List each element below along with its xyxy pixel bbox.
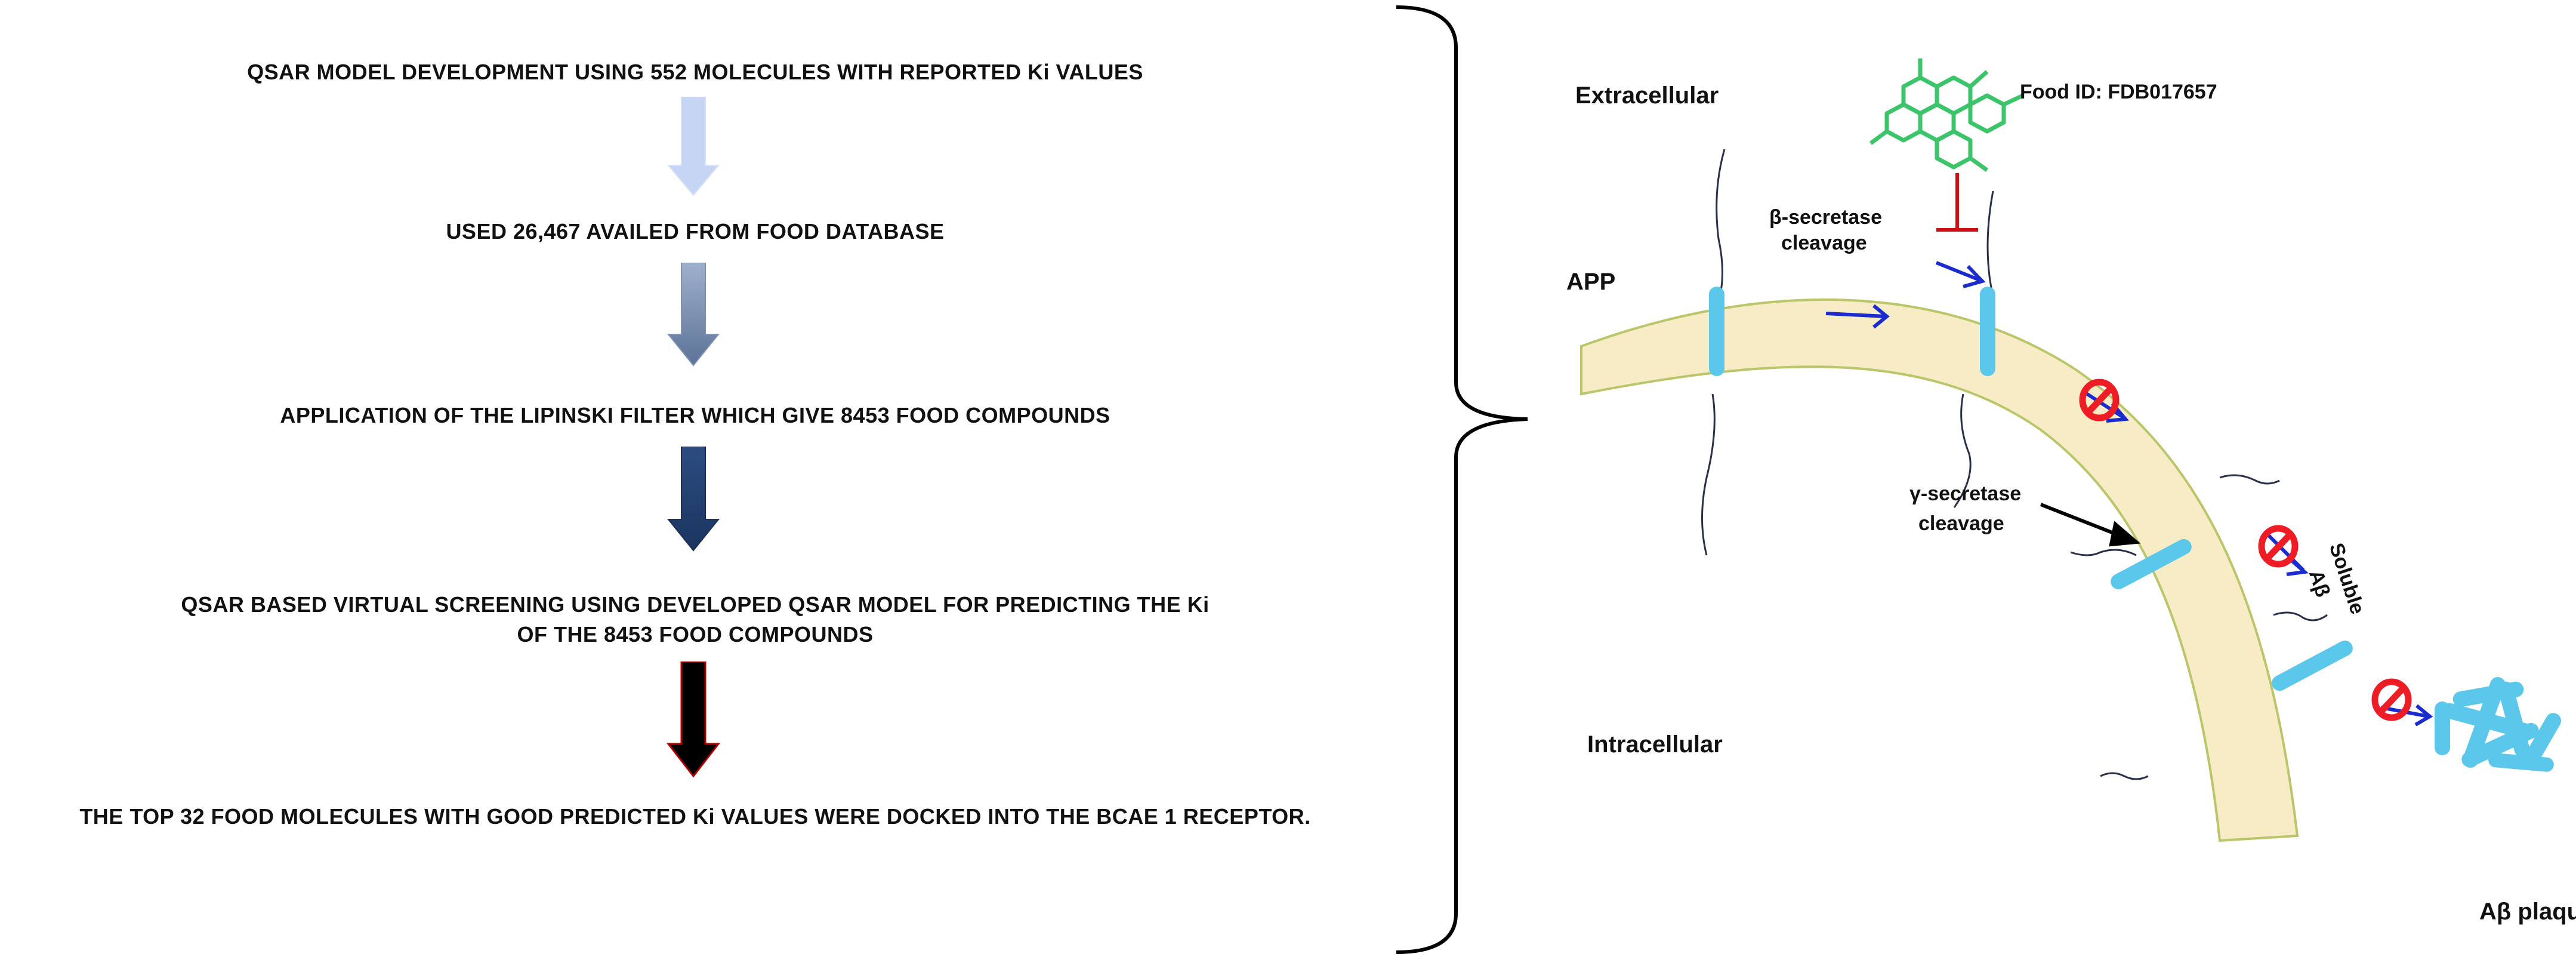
label-abeta-plaque: Aβ plaque — [2479, 899, 2576, 925]
gamma-pointer-arrow — [2040, 503, 2141, 547]
inhibition-symbol — [2079, 379, 2120, 421]
flow-arrow-4 — [666, 661, 721, 778]
membrane-band — [1580, 298, 2299, 842]
flow-arrow-3 — [667, 447, 720, 552]
label-beta-secretase: β-secretase — [1769, 206, 1882, 229]
label-extracellular: Extracellular — [1575, 82, 1719, 109]
workflow-step-4-line-1: QSAR BASED VIRTUAL SCREENING USING DEVEL… — [181, 592, 1210, 617]
wavy-line — [1714, 149, 1726, 311]
label-food-id: Food ID: FDB017657 — [2020, 81, 2217, 103]
wavy-line — [1953, 393, 1972, 508]
inhibition-symbol — [2371, 678, 2412, 721]
inhibition-symbol — [2258, 525, 2299, 568]
wavy-line — [1701, 393, 1716, 556]
workflow-step-3: APPLICATION OF THE LIPINSKI FILTER WHICH… — [280, 403, 1110, 427]
wavy-line — [2219, 474, 2280, 485]
app-fragment — [2111, 539, 2192, 590]
app-fragment — [2272, 640, 2353, 691]
app-fragment — [1980, 287, 1995, 376]
abeta-plaque-icon — [2435, 677, 2561, 772]
blue-arrow — [1935, 261, 1986, 288]
red-inhibitor-bar — [1936, 173, 1978, 232]
label-gamma-cleavage: cleavage — [1918, 512, 2004, 535]
blue-arrow — [2266, 533, 2309, 576]
label-app: APP — [1566, 269, 1616, 295]
food-molecule-icon — [1869, 59, 2024, 172]
app-fragment — [1709, 287, 1724, 376]
wavy-line — [2100, 772, 2149, 780]
flow-arrow-1 — [667, 97, 720, 196]
wavy-line — [2070, 549, 2137, 556]
wavy-line — [2273, 611, 2328, 621]
flow-arrow-2 — [667, 263, 720, 367]
workflow-step-5: THE TOP 32 FOOD MOLECULES WITH GOOD PRED… — [79, 804, 1311, 829]
workflow-step-1: QSAR MODEL DEVELOPMENT USING 552 MOLECUL… — [247, 60, 1143, 84]
workflow-step-2: USED 26,467 AVAILED FROM FOOD DATABASE — [446, 219, 945, 244]
label-gamma-secretase: γ-secretase — [1909, 482, 2022, 505]
blue-arrow — [1825, 304, 1890, 329]
label-beta-cleavage: cleavage — [1781, 232, 1867, 254]
label-intracellular: Intracellular — [1587, 731, 1723, 758]
workflow-step-4-line-2: OF THE 8453 FOOD COMPOUNDS — [517, 622, 874, 647]
curly-brace — [1396, 5, 1528, 954]
